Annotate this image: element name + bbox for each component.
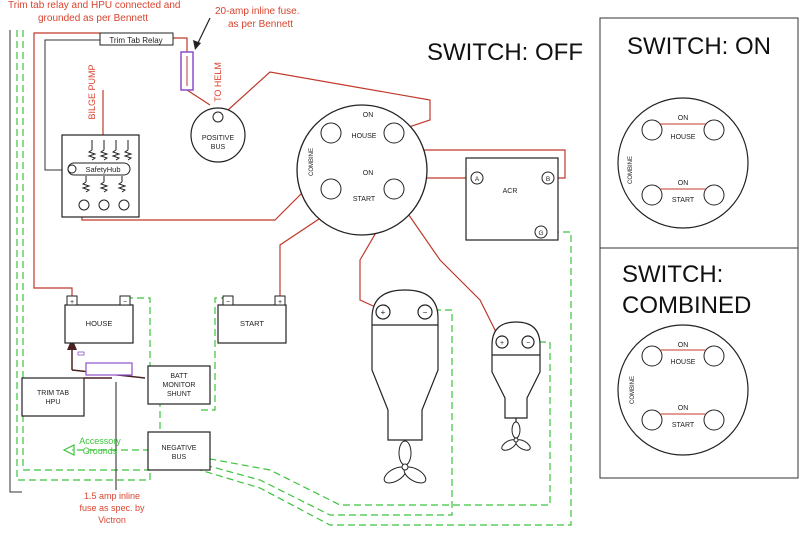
svg-text:TRIM TAB: TRIM TAB	[37, 390, 69, 397]
accessory-grounds-label: Accessory	[79, 436, 121, 446]
small-propeller-icon	[501, 421, 531, 451]
svg-text:NEGATIVE: NEGATIVE	[162, 445, 197, 452]
positive-bus-label-2: BUS	[211, 144, 226, 151]
battery-switch-off: ON HOUSE ON START COMBINE	[296, 104, 428, 236]
svg-text:COMBINE: COMBINE	[630, 376, 636, 404]
svg-text:A: A	[475, 176, 480, 183]
safety-hub-label: SafetyHub	[85, 165, 120, 174]
fuse-1-5-amp	[85, 362, 133, 376]
main-engine: + −	[371, 289, 439, 460]
svg-text:ON: ON	[363, 112, 374, 119]
svg-text:+: +	[70, 299, 74, 306]
fuse-15-note-2: fuse as spec. by	[79, 503, 145, 513]
to-helm-label: TO HELM	[213, 62, 223, 102]
svg-text:ON: ON	[678, 405, 689, 412]
svg-text:COMBINE: COMBINE	[309, 148, 315, 176]
fuse-15-note-3: Victron	[98, 515, 126, 525]
trim-tab-hpu: TRIM TAB HPU	[21, 377, 85, 417]
acr: A B G ACR	[465, 157, 559, 241]
svg-text:−: −	[226, 299, 230, 306]
svg-text:HOUSE: HOUSE	[352, 133, 377, 140]
ground-wiring	[16, 30, 572, 526]
switch-combined-title: SWITCH:	[622, 261, 723, 288]
positive-bus-label: POSITIVE	[202, 135, 235, 142]
svg-text:ON: ON	[678, 342, 689, 349]
svg-text:START: START	[353, 196, 376, 203]
svg-text:−: −	[423, 308, 428, 317]
svg-text:+: +	[381, 308, 386, 317]
house-battery-label: HOUSE	[86, 319, 113, 328]
trim-tab-relay-label: Trim Tab Relay	[109, 36, 162, 45]
positive-bus: POSITIVE BUS	[190, 107, 246, 163]
safety-hub: SafetyHub	[61, 134, 140, 218]
trim-note-2: grounded as per Bennett	[38, 13, 148, 24]
switch-on-title: SWITCH: ON	[627, 33, 771, 60]
svg-text:START: START	[672, 422, 695, 429]
svg-text:COMBINE: COMBINE	[628, 156, 634, 184]
svg-text:+: +	[500, 340, 504, 347]
fuse-note-arrow	[196, 17, 211, 46]
svg-text:+: +	[278, 299, 282, 306]
fuse-15-note: 1.5 amp inline	[84, 491, 140, 501]
acr-label: ACR	[503, 188, 518, 195]
switch-off-title: SWITCH: OFF	[427, 39, 583, 66]
svg-text:SHUNT: SHUNT	[167, 391, 192, 398]
svg-text:ON: ON	[678, 180, 689, 187]
small-engine: + −	[491, 321, 541, 433]
svg-text:HPU: HPU	[46, 399, 61, 406]
svg-text:B: B	[546, 176, 550, 183]
batt-monitor-shunt: BATT MONITOR SHUNT	[147, 365, 211, 405]
fuse-20-note: 20-amp inline fuse.	[215, 6, 300, 17]
down-arrow-icon	[193, 40, 201, 50]
start-battery-label: START	[240, 319, 264, 328]
switch-combined-title-2: COMBINED	[622, 292, 751, 319]
svg-text:BATT: BATT	[170, 373, 188, 380]
svg-text:MONITOR: MONITOR	[163, 382, 196, 389]
svg-text:−: −	[123, 299, 127, 306]
svg-text:−: −	[526, 340, 530, 347]
negative-bus: NEGATIVE BUS	[147, 431, 211, 471]
trim-tab-relay: Trim Tab Relay	[99, 32, 174, 46]
svg-text:BUS: BUS	[172, 454, 187, 461]
svg-text:ON: ON	[363, 170, 374, 177]
main-propeller-icon	[383, 440, 427, 484]
start-battery: − + START	[217, 295, 287, 344]
svg-text:START: START	[672, 197, 695, 204]
battery-switch-on: ON HOUSE ON START COMBINE	[617, 97, 749, 229]
svg-text:G: G	[538, 230, 543, 237]
bilge-pump-label: BILGE PUMP	[87, 64, 97, 119]
fuse-marker	[77, 351, 85, 356]
accessory-arrow-icon	[62, 444, 75, 456]
battery-switch-combined: ON HOUSE ON START COMBINE	[617, 324, 749, 456]
fuse-20-note-2: as per Bennett	[228, 19, 293, 30]
trim-note: Trim tab relay and HPU connected and	[8, 0, 181, 11]
svg-text:HOUSE: HOUSE	[671, 359, 696, 366]
svg-text:HOUSE: HOUSE	[671, 134, 696, 141]
up-arrow-icon	[67, 338, 77, 350]
accessory-grounds-label-2: Grounds	[83, 446, 118, 456]
house-battery: + − HOUSE	[64, 295, 134, 344]
svg-text:ON: ON	[678, 115, 689, 122]
